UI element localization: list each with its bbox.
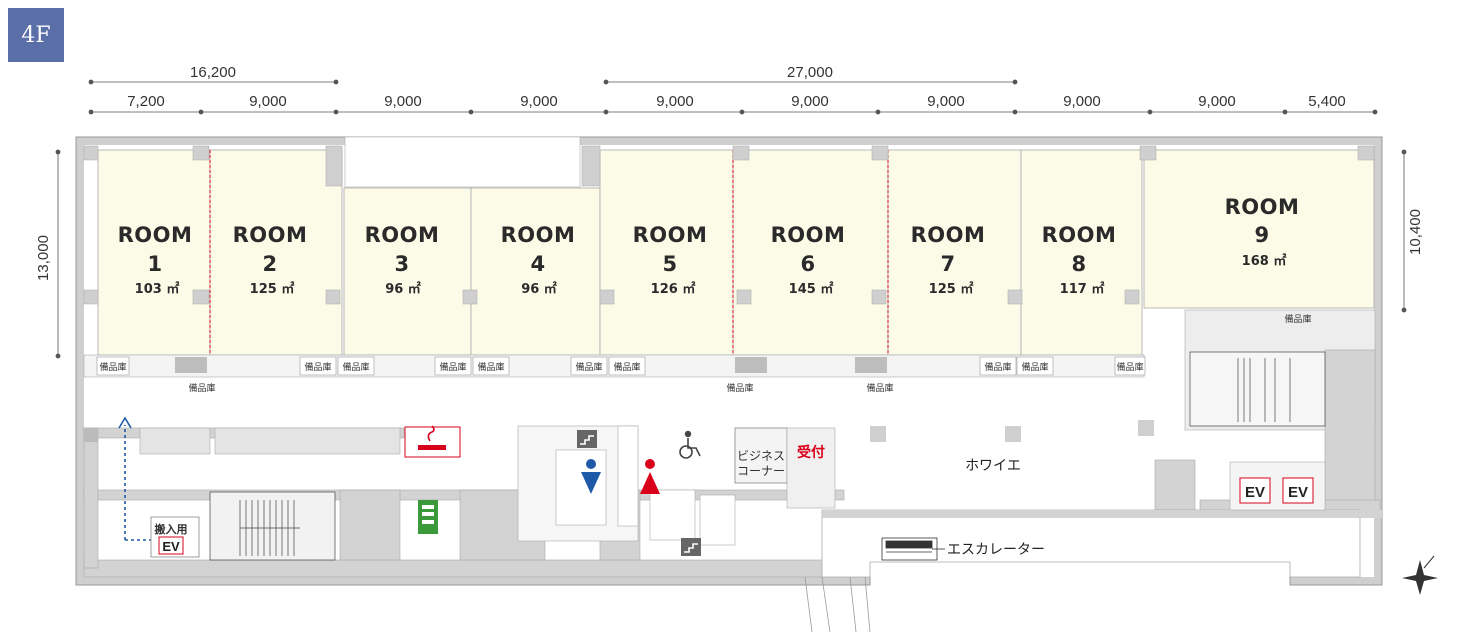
- room-1-number: 1: [147, 252, 162, 276]
- stair-sign-icon: [681, 538, 701, 556]
- storage-label: 備品庫: [866, 382, 893, 394]
- dim-left: 13,000: [35, 235, 52, 281]
- room-3-title: ROOM: [365, 223, 440, 247]
- room-6-number: 6: [800, 252, 815, 276]
- dim-top-group-2: 27,000: [787, 64, 833, 81]
- room-5-area: [599, 149, 734, 356]
- passenger-elevators: [1229, 461, 1326, 511]
- freight-route-arrow: [124, 425, 155, 541]
- floor-badge: 4F: [8, 8, 64, 62]
- stairs-right: [1189, 351, 1326, 427]
- room-8-area-label: 117 ㎡: [1060, 281, 1105, 297]
- route-arrowhead-icon: [118, 416, 132, 429]
- accessible-restroom-icon: [679, 430, 701, 459]
- dim-segment: 9,000: [1198, 93, 1236, 110]
- dim-segment: 9,000: [520, 93, 558, 110]
- storage-label: 備品庫: [304, 361, 331, 373]
- room-9-area: [1143, 149, 1375, 309]
- room-5-title: ROOM: [633, 223, 708, 247]
- men-restroom-icon: [581, 459, 601, 494]
- freight-elevator: [150, 516, 200, 558]
- storage-strip: [83, 354, 1146, 378]
- escalator-label: エスカレーター: [947, 542, 1045, 558]
- room-4-area: [470, 187, 601, 356]
- dim-segment: 9,000: [791, 93, 829, 110]
- storage-label: 備品庫: [984, 361, 1011, 373]
- room-2-number: 2: [262, 252, 277, 276]
- ev-sign-1: EV: [1245, 484, 1265, 501]
- storage-label: 備品庫: [342, 361, 369, 373]
- dim-top-group-1: 16,200: [190, 64, 236, 81]
- dim-segment: 9,000: [656, 93, 694, 110]
- room-3-area: [343, 187, 472, 356]
- room-8-title: ROOM: [1042, 223, 1117, 247]
- room-5-number: 5: [662, 252, 677, 276]
- storage-label: 備品庫: [575, 361, 602, 373]
- dimension-lines: [55, 79, 1407, 359]
- room-9-area-label: 168 ㎡: [1242, 253, 1287, 269]
- room-2-area-label: 125 ㎡: [250, 281, 295, 297]
- room-6-title: ROOM: [771, 223, 846, 247]
- storage-label: 備品庫: [613, 361, 640, 373]
- storage-label: 備品庫: [726, 382, 753, 394]
- room-7-title: ROOM: [911, 223, 986, 247]
- freight-ev-sign: EV: [162, 539, 180, 554]
- dim-segment: 7,200: [127, 93, 165, 110]
- rooms: [83, 145, 1375, 356]
- room-2-area: [209, 149, 343, 356]
- room-4-area-label: 96 ㎡: [521, 281, 557, 297]
- room-6-area-label: 145 ㎡: [789, 281, 834, 297]
- freight-ev-label: 搬入用: [155, 522, 188, 536]
- stair-sign-icon: [577, 430, 597, 448]
- dim-segment: 9,000: [384, 93, 422, 110]
- room-8-number: 8: [1071, 252, 1086, 276]
- storage-label: 備品庫: [477, 361, 504, 373]
- room-4-number: 4: [530, 252, 545, 276]
- room-1-area: [97, 149, 211, 356]
- stairs-left: [209, 491, 336, 561]
- vending-machine-icon: [418, 500, 438, 534]
- escalator-icon: [881, 537, 945, 561]
- storage-label: 備品庫: [99, 361, 126, 373]
- storage-label: 備品庫: [1116, 361, 1143, 373]
- business-corner-label-2: コーナー: [737, 464, 785, 478]
- storage-label: 備品庫: [439, 361, 466, 373]
- room-7-area-label: 125 ㎡: [929, 281, 974, 297]
- room-3-number: 3: [394, 252, 409, 276]
- dim-segment: 9,000: [1063, 93, 1101, 110]
- dim-segment: 9,000: [927, 93, 965, 110]
- room-7-area: [887, 149, 1022, 356]
- room-5-area-label: 126 ㎡: [651, 281, 696, 297]
- compass-icon: [1402, 555, 1438, 595]
- room-8-area: [1020, 149, 1143, 356]
- room-3-area-label: 96 ㎡: [385, 281, 421, 297]
- smoking-area-icon: [404, 425, 461, 458]
- room-1-area-label: 103 ㎡: [135, 281, 180, 297]
- room-7-number: 7: [940, 252, 955, 276]
- ev-sign-2: EV: [1288, 484, 1308, 501]
- room-6-area: [732, 149, 889, 356]
- room-9-title: ROOM: [1225, 195, 1300, 219]
- women-restroom-icon: [640, 459, 660, 494]
- dim-right: 10,400: [1407, 209, 1424, 255]
- business-corner-label-1: ビジネス: [737, 449, 785, 463]
- room-9-number: 9: [1254, 223, 1269, 247]
- room-1-title: ROOM: [118, 223, 193, 247]
- storage-labels: 備品庫 備品庫 備品庫 備品庫 備品庫 備品庫 備品庫 備品庫 備品庫 備品庫 …: [99, 313, 1311, 394]
- room-labels: ROOM 1 103 ㎡ ROOM 2 125 ㎡ ROOM 3 96 ㎡ RO…: [118, 195, 1300, 297]
- reception-label: 受付: [797, 444, 825, 461]
- storage-label: 備品庫: [188, 382, 215, 394]
- business-corner: [734, 427, 836, 509]
- foyer-label: ホワイエ: [965, 458, 1021, 474]
- dim-segment: 5,400: [1308, 93, 1346, 110]
- room-2-title: ROOM: [233, 223, 308, 247]
- room-4-title: ROOM: [501, 223, 576, 247]
- storage-label: 備品庫: [1021, 361, 1048, 373]
- dimension-labels: 16,200 27,000 7,200 9,000 9,000 9,000 9,…: [35, 64, 1424, 281]
- storage-label: 備品庫: [1284, 313, 1311, 325]
- dim-segment: 9,000: [249, 93, 287, 110]
